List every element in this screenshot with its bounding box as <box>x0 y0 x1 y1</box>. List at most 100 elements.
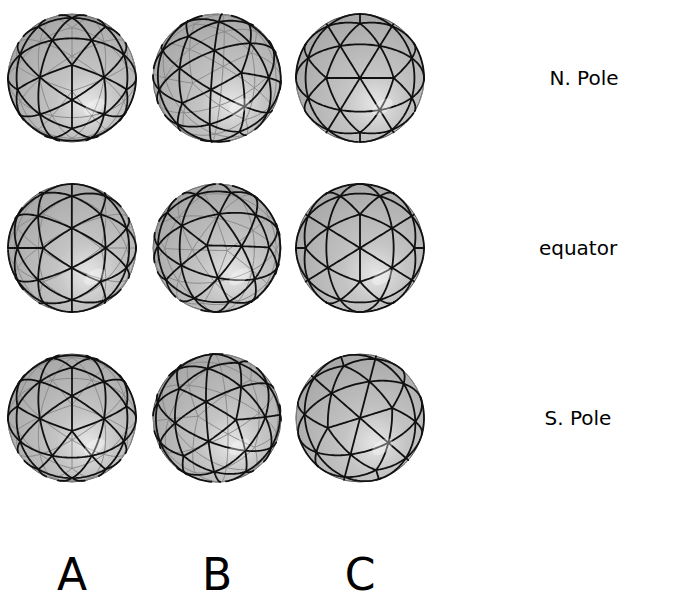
visible-arc <box>72 419 104 431</box>
column-letter: A <box>57 553 87 597</box>
visible-arc <box>106 196 127 228</box>
visible-arc <box>18 77 40 89</box>
hidden-arc <box>360 24 380 46</box>
visible-arc <box>415 399 422 422</box>
visible-arc <box>269 229 277 248</box>
hidden-arc <box>20 380 52 394</box>
geodesic-sphere <box>8 184 136 312</box>
visible-arc <box>392 228 414 248</box>
visible-arc <box>177 468 184 472</box>
hidden-arc <box>392 384 403 408</box>
highlight <box>369 95 395 119</box>
visible-arc <box>412 216 424 248</box>
visible-arc <box>359 248 361 282</box>
hidden-arc <box>215 105 219 134</box>
hidden-arc <box>202 14 223 16</box>
hidden-arc <box>193 449 195 473</box>
visible-arc <box>271 442 276 447</box>
visible-arc <box>326 78 340 110</box>
visible-arc <box>236 387 241 420</box>
visible-arc <box>306 58 309 98</box>
visible-arc <box>242 246 269 247</box>
hidden-arc <box>20 40 40 42</box>
sphere-body <box>8 354 136 482</box>
visible-arc <box>340 300 360 312</box>
hidden-arc <box>308 268 328 280</box>
visible-arc <box>59 15 72 18</box>
visible-arc <box>314 357 341 378</box>
visible-arc <box>239 363 267 384</box>
visible-arc <box>246 448 271 472</box>
visible-arc <box>340 44 380 46</box>
hidden-arc <box>161 107 165 115</box>
hidden-arc <box>44 282 73 300</box>
hidden-arc <box>255 433 276 447</box>
highlight <box>81 435 107 459</box>
visible-arc <box>211 73 241 90</box>
hidden-arc <box>360 214 392 228</box>
visible-arc <box>100 214 105 248</box>
visible-arc <box>52 456 72 478</box>
visible-arc <box>178 124 210 126</box>
hidden-arc <box>308 58 326 78</box>
hidden-arc <box>414 248 424 249</box>
hidden-arc <box>328 110 340 130</box>
visible-arc <box>360 214 392 228</box>
visible-arc <box>18 441 21 452</box>
hidden-arc <box>340 78 360 110</box>
hidden-arc <box>326 228 328 268</box>
visible-arc <box>412 58 415 98</box>
visible-arc <box>52 18 72 40</box>
visible-arc <box>15 248 18 280</box>
geodesic-sphere <box>296 184 424 312</box>
visible-arc <box>380 46 394 78</box>
visible-arc <box>40 419 72 431</box>
visible-arc <box>326 77 360 79</box>
visible-arc <box>392 216 412 228</box>
visible-arc <box>299 437 317 452</box>
sphere-body <box>8 14 136 142</box>
hidden-arc <box>86 16 92 19</box>
visible-arc <box>52 38 92 40</box>
visible-arc <box>220 184 231 193</box>
visible-arc <box>167 195 196 213</box>
hidden-arc <box>188 362 220 364</box>
hidden-arc <box>328 14 360 26</box>
visible-arc <box>18 43 21 55</box>
visible-arc <box>360 184 380 196</box>
visible-arc <box>40 382 72 396</box>
visible-arc <box>256 215 278 229</box>
visible-arc <box>412 98 416 111</box>
visible-arc <box>104 90 126 115</box>
visible-arc <box>20 419 40 441</box>
visible-arc <box>415 422 422 434</box>
visible-arc <box>328 393 332 428</box>
visible-arc <box>154 246 158 262</box>
hidden-arc <box>104 40 124 42</box>
visible-arc <box>180 22 187 26</box>
visible-arc <box>233 186 255 197</box>
visible-arc <box>255 113 267 130</box>
visible-arc <box>360 248 392 268</box>
visible-arc <box>124 418 136 441</box>
visible-arc <box>71 368 73 396</box>
visible-arc <box>380 26 392 46</box>
visible-arc <box>124 381 136 418</box>
geodesic-sphere <box>153 354 281 482</box>
visible-arc <box>268 78 271 113</box>
visible-arc <box>100 282 105 300</box>
visible-arc <box>20 40 52 54</box>
hidden-arc <box>340 110 360 132</box>
visible-arc <box>8 216 18 248</box>
hidden-arc <box>326 78 360 79</box>
hidden-arc <box>267 250 276 283</box>
hidden-arc <box>328 26 340 46</box>
visible-arc <box>72 300 106 312</box>
hidden-arc <box>328 428 351 454</box>
visible-arc <box>92 456 106 469</box>
visible-arc <box>267 384 274 388</box>
visible-arc <box>344 366 370 382</box>
visible-arc <box>279 414 282 420</box>
visible-arc <box>20 380 40 382</box>
hidden-arc <box>224 32 251 53</box>
